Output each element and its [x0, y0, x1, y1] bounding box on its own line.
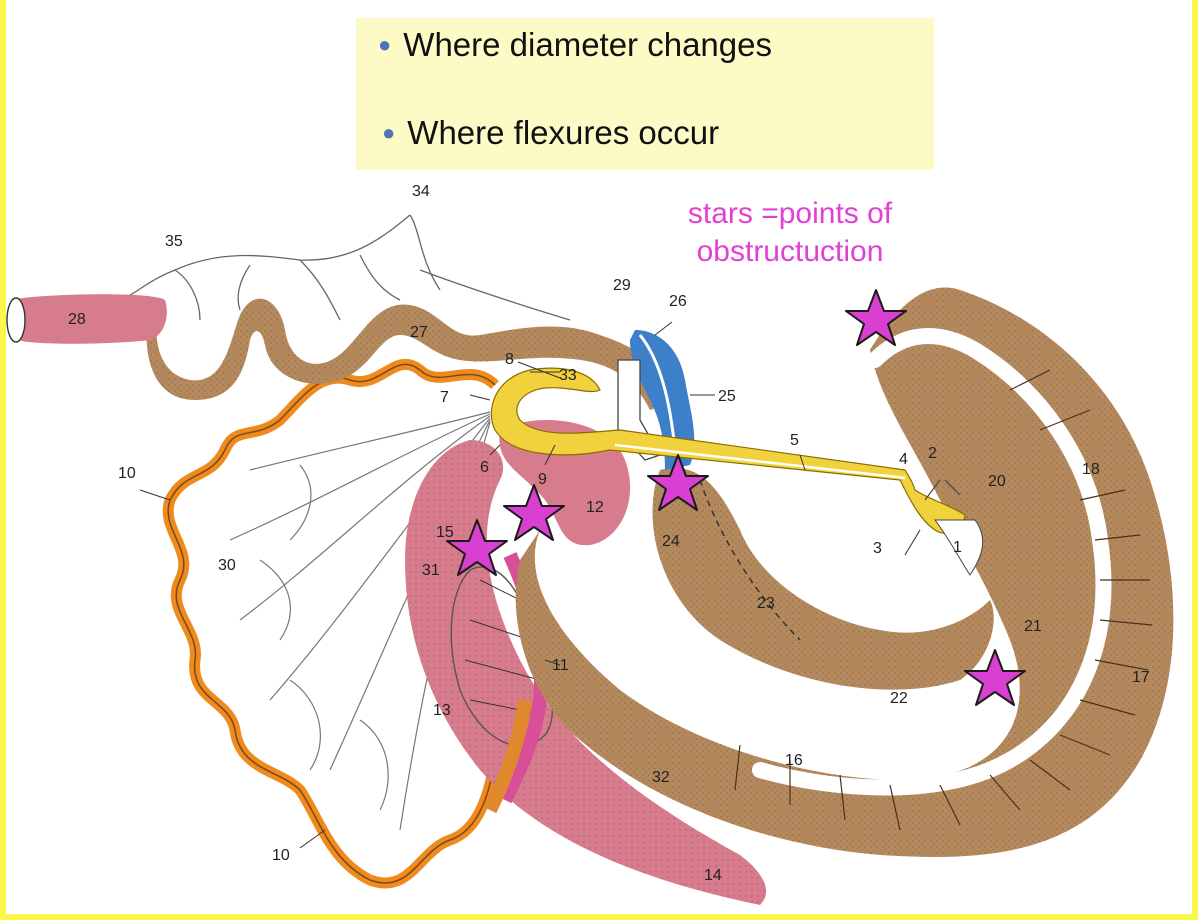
label-32: 32 [652, 769, 670, 786]
label-12: 12 [586, 499, 604, 516]
bullet-text: Where flexures occur [407, 114, 720, 151]
label-31: 31 [422, 562, 440, 579]
obstruction-stars [446, 289, 1026, 706]
label-21: 21 [1024, 618, 1042, 635]
note-box: ● Where diameter changes ● Where flexures … [356, 18, 934, 170]
label-17: 17 [1132, 669, 1150, 686]
label-13: 13 [433, 702, 451, 719]
label-6: 6 [480, 459, 489, 476]
bullet-flexures: ● Where flexures occur [382, 114, 719, 152]
label-29: 29 [613, 277, 631, 294]
label-24: 24 [662, 533, 680, 550]
label-23: 23 [757, 595, 775, 612]
label-1: 1 [953, 539, 962, 556]
label-18: 18 [1082, 461, 1100, 478]
label-35: 35 [165, 233, 183, 250]
bullet-text: Where diameter changes [403, 26, 772, 63]
obstruction-star [964, 649, 1026, 706]
label-4: 4 [899, 451, 908, 468]
obstruction-star [446, 519, 508, 576]
label-26: 26 [669, 293, 687, 310]
label-10-bottom: 10 [272, 847, 290, 864]
bullet-dot-icon: ● [378, 32, 392, 57]
label-20: 20 [988, 473, 1006, 490]
label-11: 11 [552, 657, 569, 674]
star-legend: stars =points of obstructuction [640, 195, 940, 271]
label-30: 30 [218, 557, 236, 574]
label-15: 15 [436, 524, 454, 541]
label-14: 14 [704, 867, 722, 884]
bullet-diameter: ● Where diameter changes [378, 26, 772, 64]
label-9: 9 [538, 471, 547, 488]
bullet-dot-icon: ● [382, 120, 396, 145]
legend-line-2: obstructuction [696, 235, 884, 268]
label-2: 2 [928, 445, 937, 462]
label-7: 7 [440, 389, 449, 406]
label-5: 5 [790, 432, 799, 449]
label-34: 34 [412, 183, 430, 200]
structure-labels: 1 2 3 4 5 6 7 8 9 10 10 11 12 13 14 15 1… [68, 183, 1150, 884]
obstruction-star [503, 484, 565, 541]
label-8: 8 [505, 351, 514, 368]
label-28: 28 [68, 311, 86, 328]
transverse-colon [630, 330, 695, 470]
label-10-top: 10 [118, 465, 136, 482]
label-25: 25 [718, 388, 736, 405]
legend-line-1: stars =points of [687, 197, 893, 230]
label-33: 33 [559, 367, 577, 384]
label-22: 22 [890, 690, 908, 707]
rectum [15, 294, 167, 344]
label-27: 27 [410, 324, 428, 341]
obstruction-star [845, 289, 907, 346]
obstruction-star [647, 454, 709, 511]
label-16: 16 [785, 752, 803, 769]
label-3: 3 [873, 540, 882, 557]
